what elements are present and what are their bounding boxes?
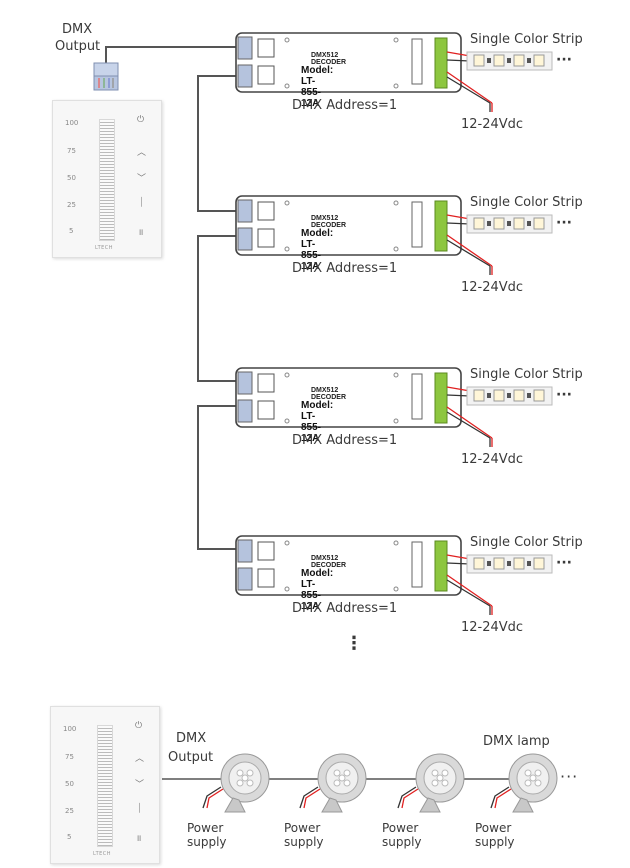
decoder-model: Model: LT-855-12A [301,400,334,444]
power-supply-label-line1: Power [475,821,512,835]
power-supply-label-line1: Power [187,821,224,835]
power-voltage-label: 12-24Vdc [461,117,524,132]
decoder-model: Model: LT-855-12A [301,228,334,272]
dmx-bus-wires [105,46,238,550]
strip-continuation-ellipsis: ··· [556,215,572,231]
decoder-model: Model: LT-855-12A [301,568,334,612]
level-5: 5 [67,833,72,841]
single-color-strip-label: Single Color Strip [470,32,583,47]
dmx-address-label: DMX Address=1 [292,261,398,276]
strip-continuation-ellipsis: ··· [556,387,572,403]
dmx-output-label-line1: DMX [62,22,93,37]
single-color-strip-label: Single Color Strip [470,535,583,550]
strip-continuation-ellipsis: ··· [556,555,572,571]
power-voltage-label: 12-24Vdc [461,280,524,295]
power-supply-label-line1: Power [382,821,419,835]
decoder-name: DMX512 DECODER [311,387,347,401]
power-supply-label-line2: supply [475,835,515,849]
level-75: 75 [67,147,76,155]
bottom-dmx-label-line2: Output [168,750,214,765]
brand-logo: LTECH [93,851,112,857]
pause-icon: ॥ [138,228,144,238]
pause-icon: ॥ [136,834,142,844]
dmx-touch-panel-bottom: 100 75 50 25 5 ⏻ ︿ ﹀ ⏐ ॥ LTECH [50,706,160,864]
decoder-name: DMX512 DECODER [311,215,347,229]
level-5: 5 [69,227,74,235]
level-100: 100 [63,725,77,733]
dmx-output-label-line2: Output [55,39,101,54]
bottom-dmx-label-line1: DMX [176,731,207,746]
brightness-slider [99,119,115,241]
power-icon: ⏻ [137,115,145,125]
chevron-up-icon: ︿ [135,754,145,764]
power-voltage-label: 12-24Vdc [461,620,524,635]
minus-icon: ⏐ [137,804,143,814]
level-25: 25 [65,807,74,815]
level-25: 25 [67,201,76,209]
dmx-touch-panel-top: 100 75 50 25 5 ⏻ ︿ ﹀ ⏐ ॥ LTECH [52,100,162,258]
single-color-strip-label: Single Color Strip [470,195,583,210]
level-50: 50 [67,174,76,182]
dmx-address-label: DMX Address=1 [292,433,398,448]
power-voltage-label: 12-24Vdc [461,452,524,467]
power-supply-label-line2: supply [284,835,324,849]
dmx-address-label: DMX Address=1 [292,601,398,616]
strip-continuation-ellipsis: ··· [556,52,572,68]
brightness-slider [97,725,113,847]
single-color-strip-label: Single Color Strip [470,367,583,382]
power-supply-label-line2: supply [187,835,227,849]
chevron-down-icon: ﹀ [137,174,147,184]
brand-logo: LTECH [95,245,114,251]
continuation-ellipsis: ⋮ [345,633,363,654]
dmx-address-label: DMX Address=1 [292,98,398,113]
minus-icon: ⏐ [139,198,145,208]
power-supply-label-line2: supply [382,835,422,849]
level-100: 100 [65,119,79,127]
dmx-lamp-label: DMX lamp [483,734,550,749]
chevron-down-icon: ﹀ [135,780,145,790]
level-50: 50 [65,780,74,788]
lamp-chain-ellipsis: ··· [560,767,579,786]
decoder-name: DMX512 DECODER [311,52,347,66]
decoder-model: Model: LT-855-12A [301,65,334,109]
dmx-output-connector [93,62,119,91]
decoder-name: DMX512 DECODER [311,555,347,569]
power-supply-label-line1: Power [284,821,321,835]
level-75: 75 [65,753,74,761]
chevron-up-icon: ︿ [137,148,147,158]
power-icon: ⏻ [135,721,143,731]
